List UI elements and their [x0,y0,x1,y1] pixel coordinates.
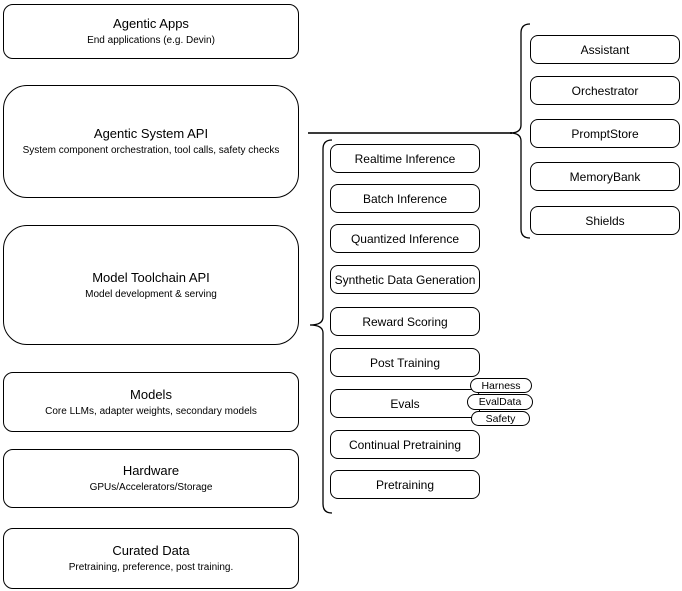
node-hardware: Hardware GPUs/Accelerators/Storage [3,449,299,508]
tag-harness: Harness [470,378,532,393]
node-models: Models Core LLMs, adapter weights, secon… [3,372,299,432]
brace-toolchain-group [309,139,333,514]
brace-system-group [509,23,531,239]
node-continual-pretraining: Continual Pretraining [330,430,480,459]
node-synthetic-data-generation: Synthetic Data Generation [330,265,480,294]
node-subtitle: Core LLMs, adapter weights, secondary mo… [45,405,257,417]
node-title: Agentic System API [93,126,209,141]
node-promptstore: PromptStore [530,119,680,148]
node-agentic-apps: Agentic Apps End applications (e.g. Devi… [3,4,299,59]
node-assistant: Assistant [530,35,680,64]
node-agentic-system-api: Agentic System API System component orch… [3,85,299,198]
node-subtitle: Pretraining, preference, post training. [68,562,234,573]
node-orchestrator: Orchestrator [530,76,680,105]
tag-evaldata: EvalData [467,394,533,410]
node-evals: Evals [330,389,480,418]
node-title: Models [130,386,172,402]
node-shields: Shields [530,206,680,235]
node-title: Hardware [122,463,180,478]
node-quantized-inference: Quantized Inference [330,224,480,253]
tag-safety: Safety [471,411,530,426]
node-subtitle: System component orchestration, tool cal… [22,145,280,156]
node-subtitle: Model development & serving [85,288,217,300]
node-title: Curated Data [112,543,190,558]
node-curated-data: Curated Data Pretraining, preference, po… [3,528,299,589]
node-subtitle: GPUs/Accelerators/Storage [89,482,213,493]
node-batch-inference: Batch Inference [330,184,480,213]
node-subtitle: End applications (e.g. Devin) [87,35,215,46]
node-reward-scoring: Reward Scoring [330,307,480,336]
node-title: Model Toolchain API [92,269,210,285]
node-realtime-inference: Realtime Inference [330,144,480,173]
node-title: Agentic Apps [113,16,189,31]
node-model-toolchain-api: Model Toolchain API Model development & … [3,225,299,345]
node-memorybank: MemoryBank [530,162,680,191]
node-pretraining: Pretraining [330,470,480,499]
node-post-training: Post Training [330,348,480,377]
